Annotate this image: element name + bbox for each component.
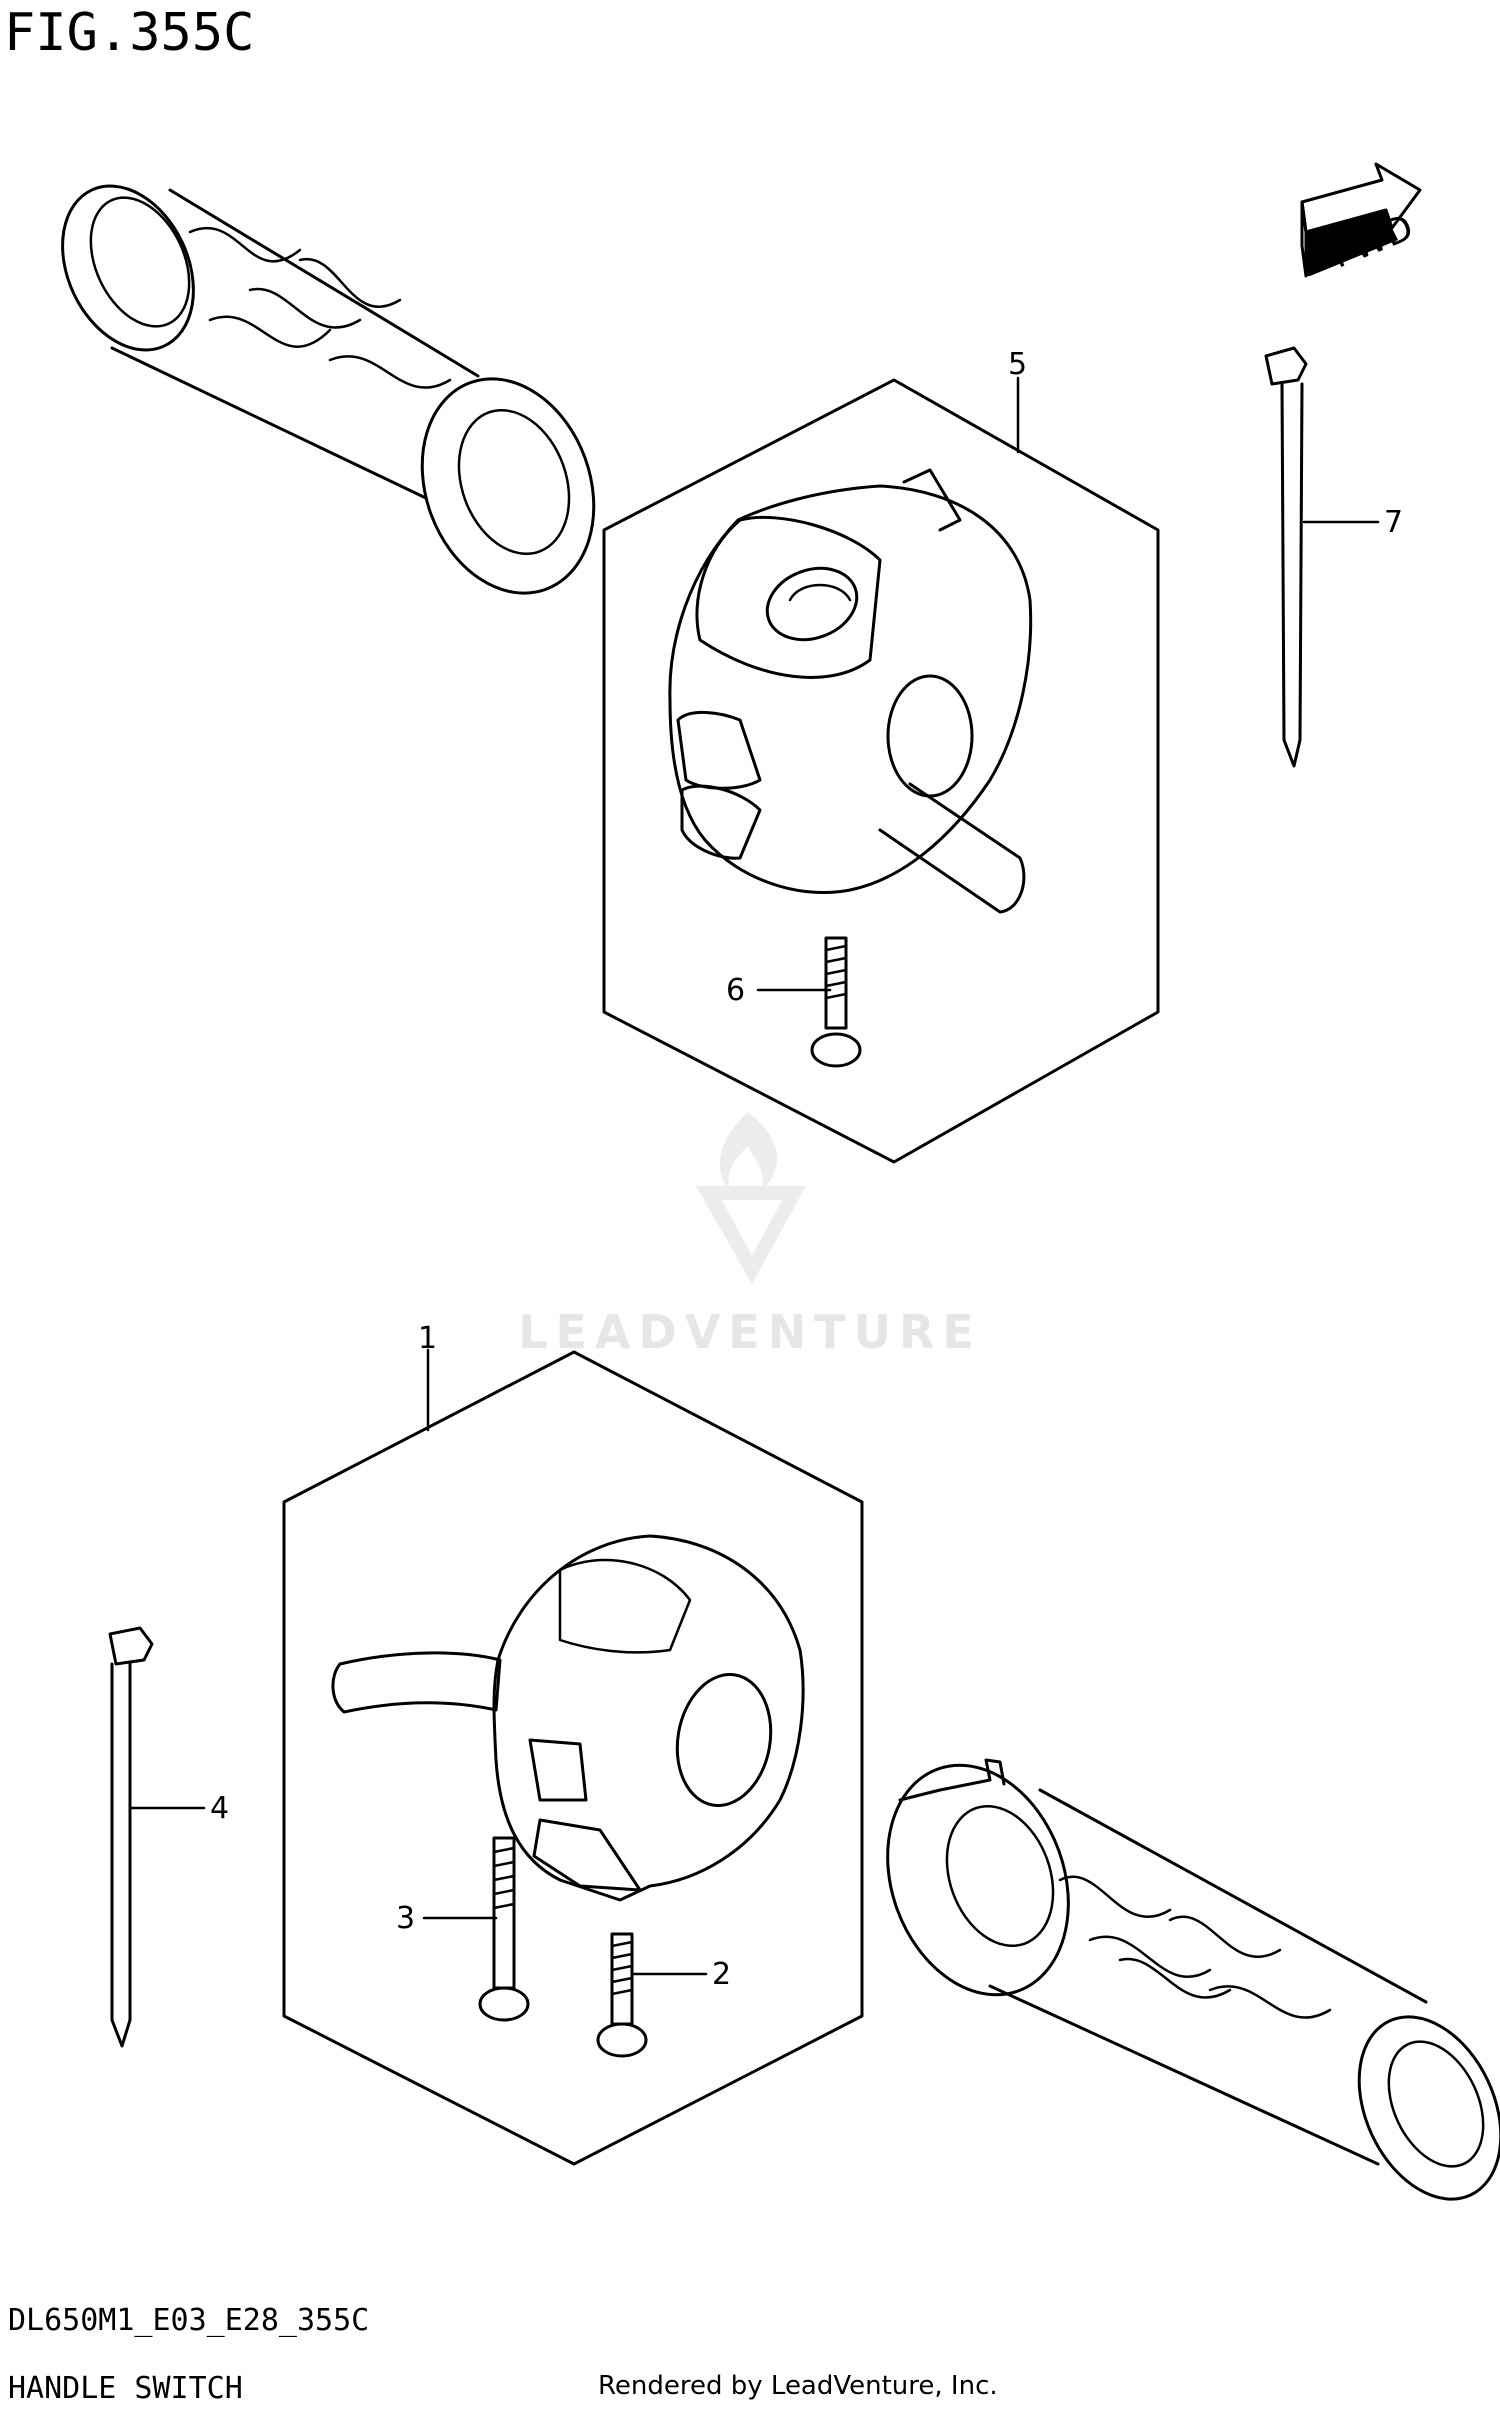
switch-housing-1 (331, 1534, 805, 1902)
figure-code: DL650M1_E03_E28_355C (8, 2303, 369, 2338)
watermark-text: LEADVENTURE (518, 1305, 982, 1359)
screw-2 (596, 1932, 648, 2058)
figure-name: HANDLE SWITCH (8, 2371, 243, 2406)
callout-6: 6 (726, 973, 745, 1008)
render-credit: Rendered by LeadVenture, Inc. (598, 2371, 998, 2401)
fwd-arrow-icon: FWD (1300, 162, 1422, 278)
callout-3: 3 (396, 1901, 415, 1936)
switch-housing-5 (668, 468, 1033, 914)
callout-leaders (128, 376, 1380, 1976)
figure-title: FIG.355C (4, 3, 254, 63)
screw-6 (810, 936, 862, 1068)
callout-2: 2 (712, 1957, 731, 1992)
left-grip (61, 184, 596, 595)
callout-4: 4 (210, 1791, 229, 1826)
callout-1: 1 (418, 1321, 437, 1356)
leadventure-watermark: LEADVENTURE (518, 1112, 982, 1359)
switch-assembly-1-outline (282, 1350, 864, 2166)
cable-tie-4 (108, 1626, 154, 2048)
callout-5: 5 (1008, 347, 1027, 382)
switch-assembly-5-outline (602, 378, 1160, 1164)
cable-tie-7 (1264, 346, 1308, 768)
callout-7: 7 (1384, 505, 1403, 540)
right-grip (886, 1758, 1500, 2201)
flame-logo-icon (696, 1112, 806, 1284)
screw-3 (478, 1836, 530, 2022)
